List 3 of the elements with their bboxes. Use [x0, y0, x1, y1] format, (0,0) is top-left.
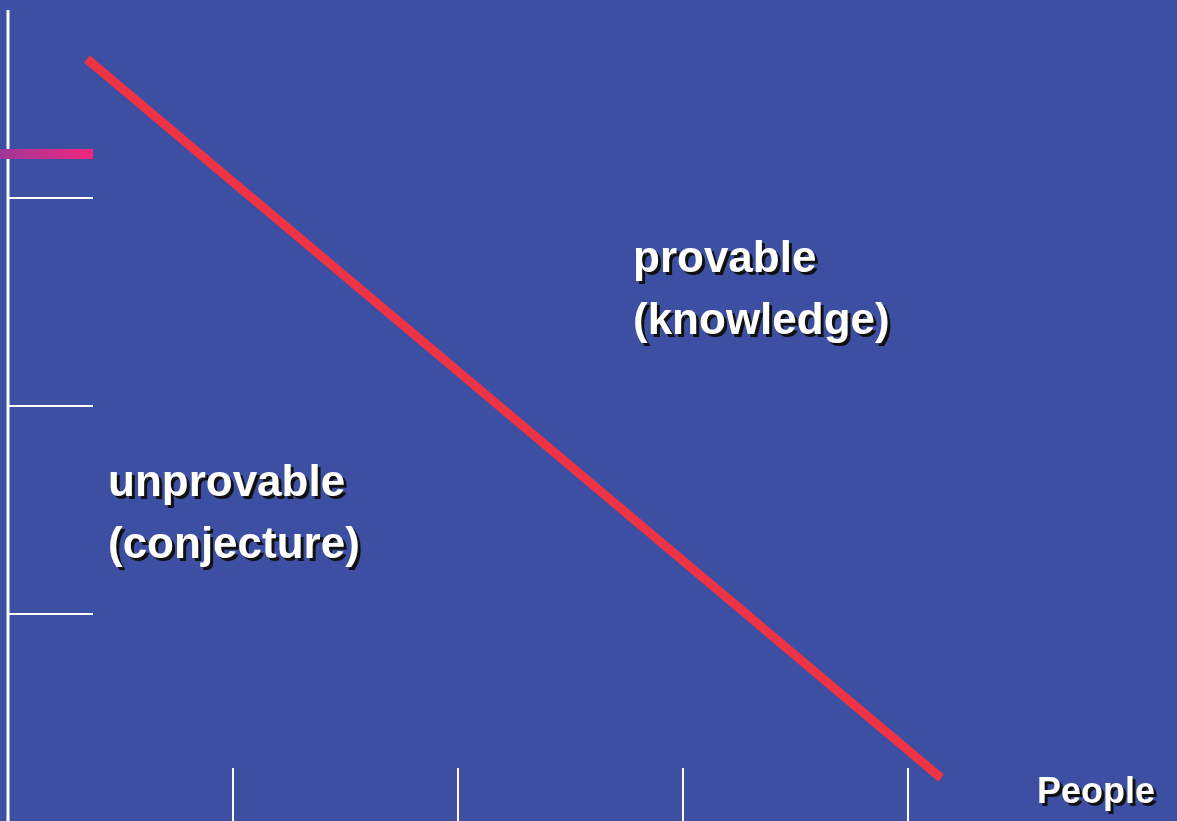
axis-label: People: [1037, 769, 1157, 813]
region-label: unprovable (conjecture): [108, 455, 361, 569]
region-label: provable (knowledge): [633, 231, 891, 345]
